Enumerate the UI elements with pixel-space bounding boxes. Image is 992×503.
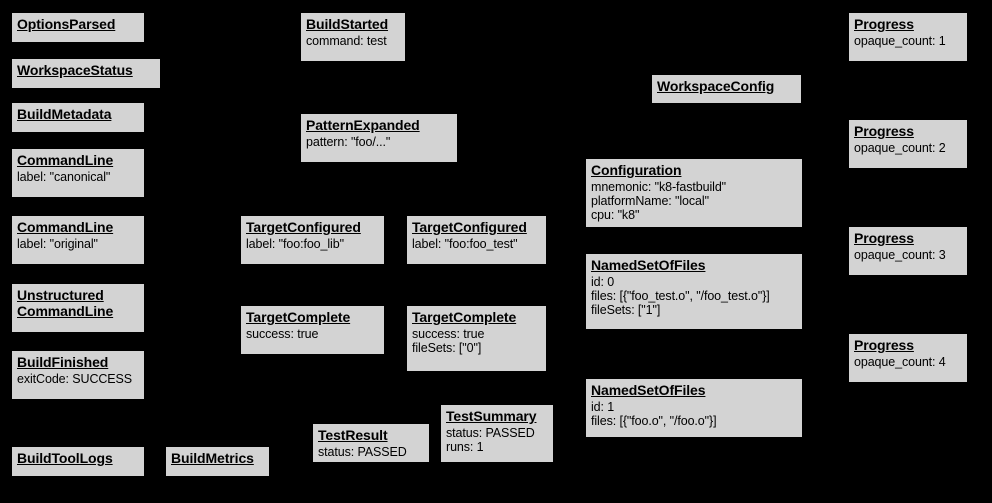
event-node-fields: label: "foo:foo_test"	[412, 236, 518, 251]
event-node-fields: status: PASSED	[318, 444, 407, 459]
event-node-title: NamedSetOfFiles	[591, 382, 706, 398]
event-node-title: CommandLine	[17, 152, 114, 168]
event-node-title: Progress	[854, 123, 914, 139]
event-node-build-metrics[interactable]: BuildMetrics	[165, 446, 270, 477]
event-node-fields: mnemonic: "k8-fastbuild" platformName: "…	[591, 179, 727, 222]
event-node-title: BuildStarted	[306, 16, 389, 32]
event-node-build-metadata[interactable]: BuildMetadata	[11, 102, 145, 133]
event-node-workspace-status[interactable]: WorkspaceStatus	[11, 58, 161, 89]
event-node-title: TestResult	[318, 427, 388, 443]
event-node-build-tool-logs[interactable]: BuildToolLogs	[11, 446, 145, 477]
event-node-fields: command: test	[306, 33, 387, 48]
event-node-options-parsed[interactable]: OptionsParsed	[11, 12, 145, 43]
event-node-fields: id: 1 files: [{"foo.o", "/foo.o"}]	[591, 399, 717, 428]
event-node-title: Configuration	[591, 162, 682, 178]
event-node-fields: opaque_count: 1	[854, 33, 946, 48]
event-node-fields: label: "canonical"	[17, 169, 111, 184]
event-node-title: Progress	[854, 337, 914, 353]
event-node-fields: label: "original"	[17, 236, 98, 251]
event-node-title: BuildMetadata	[17, 106, 112, 122]
event-node-title: Unstructured CommandLine	[17, 287, 114, 319]
event-node-workspace-config[interactable]: WorkspaceConfig	[651, 74, 802, 104]
event-node-fields: success: true fileSets: ["0"]	[412, 326, 485, 355]
event-node-title: TargetComplete	[412, 309, 517, 325]
event-node-title: TargetConfigured	[412, 219, 527, 235]
event-node-fields: id: 0 files: [{"foo_test.o", "/foo_test.…	[591, 274, 770, 317]
event-node-fields: pattern: "foo/..."	[306, 134, 391, 149]
event-node-title: CommandLine	[17, 219, 114, 235]
event-node-fields: success: true	[246, 326, 319, 341]
event-node-unstructured-command-line[interactable]: Unstructured CommandLine	[11, 283, 145, 333]
event-node-title: Progress	[854, 16, 914, 32]
event-node-fields: opaque_count: 4	[854, 354, 946, 369]
event-node-title: BuildFinished	[17, 354, 109, 370]
event-node-title: Progress	[854, 230, 914, 246]
event-node-fields: opaque_count: 2	[854, 140, 946, 155]
event-node-title: TestSummary	[446, 408, 537, 424]
event-node-title: PatternExpanded	[306, 117, 420, 133]
event-node-title: WorkspaceConfig	[657, 78, 775, 94]
event-node-title: NamedSetOfFiles	[591, 257, 706, 273]
event-node-title: WorkspaceStatus	[17, 62, 133, 78]
event-node-fields: label: "foo:foo_lib"	[246, 236, 344, 251]
event-node-title: OptionsParsed	[17, 16, 116, 32]
event-node-fields: exitCode: SUCCESS	[17, 371, 133, 386]
event-node-fields: status: PASSED runs: 1	[446, 425, 535, 454]
event-node-title: BuildToolLogs	[17, 450, 113, 466]
event-node-title: TargetComplete	[246, 309, 351, 325]
event-node-title: TargetConfigured	[246, 219, 361, 235]
event-node-title: BuildMetrics	[171, 450, 254, 466]
event-node-fields: opaque_count: 3	[854, 247, 946, 262]
